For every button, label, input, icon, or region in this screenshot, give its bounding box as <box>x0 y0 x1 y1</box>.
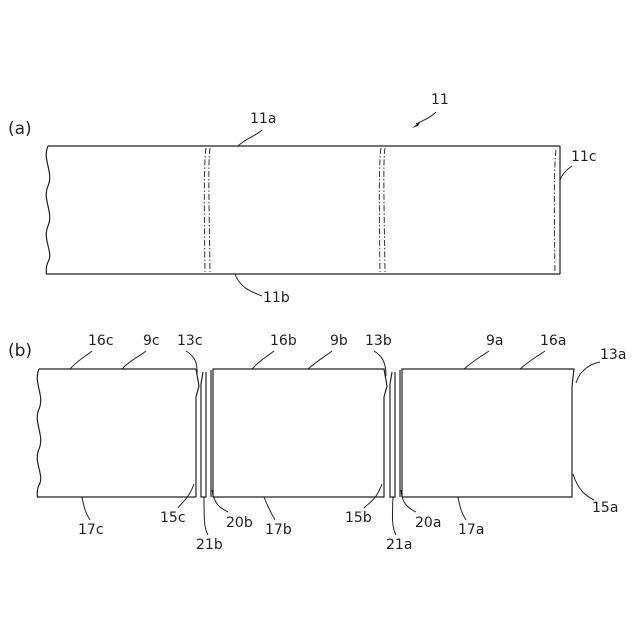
gap-strip-right-1 <box>390 372 395 497</box>
ref-label-16a: 16a <box>540 333 566 349</box>
cut-line-2 <box>379 148 385 272</box>
ref-label-9a: 9a <box>486 333 504 349</box>
leader-16c <box>70 351 92 369</box>
ref-label-17c: 17c <box>78 522 104 538</box>
ref-label-20b: 20b <box>226 515 253 531</box>
leader-21a <box>392 497 396 535</box>
cut-line-1 <box>204 148 210 272</box>
ref-label-17a: 17a <box>458 522 484 538</box>
strip-left-wavy-break <box>46 146 50 274</box>
leader-16b <box>252 351 274 369</box>
leader-13c <box>186 351 197 375</box>
piece-b-outline <box>213 369 387 497</box>
leader-20b <box>212 490 228 512</box>
leader-16a <box>520 351 545 369</box>
ref-label-13c: 13c <box>177 333 203 349</box>
ref-label-9b: 9b <box>330 333 348 349</box>
leader-9a <box>464 351 489 369</box>
piece-b <box>213 369 387 497</box>
panel-b: (b) 16c 9c 13c 17c 15c <box>8 333 626 553</box>
ref-label-11a: 11a <box>250 111 276 127</box>
ref-label-9c: 9c <box>143 333 160 349</box>
leader-11a <box>238 130 262 146</box>
ref-label-11: 11 <box>431 92 449 108</box>
leader-11c <box>560 166 572 180</box>
leader-20a <box>401 490 416 512</box>
ref-label-21b: 21b <box>196 537 223 553</box>
ref-label-17b: 17b <box>265 522 292 538</box>
leader-11b <box>235 274 262 296</box>
ref-arrow-11 <box>416 112 436 124</box>
ref-label-11c: 11c <box>571 149 597 165</box>
leader-17a <box>458 497 466 520</box>
ref-label-15a: 15a <box>592 500 618 516</box>
piece-c-wavy-break <box>37 369 41 497</box>
leader-21b <box>204 497 208 535</box>
ref-label-16b: 16b <box>270 333 297 349</box>
panel-a-label: (a) <box>8 119 32 139</box>
ref-label-21a: 21a <box>386 537 412 553</box>
leader-17b <box>264 497 275 520</box>
ref-label-15c: 15c <box>160 510 186 526</box>
ref-label-15b: 15b <box>345 510 372 526</box>
ref-label-16c: 16c <box>88 333 114 349</box>
leader-17c <box>82 497 90 520</box>
leader-15b <box>364 484 382 508</box>
panel-b-label: (b) <box>8 341 32 361</box>
panel-a: (a) 11 11a 11b 11c <box>8 92 597 306</box>
cut-line-3 <box>554 150 556 272</box>
ref-label-13b: 13b <box>365 333 392 349</box>
leader-15a <box>573 474 594 500</box>
ref-label-13a: 13a <box>600 347 626 363</box>
gap-strip-left-1 <box>201 372 206 497</box>
piece-a <box>402 369 574 497</box>
ref-label-20a: 20a <box>415 515 441 531</box>
piece-c-right-edge <box>196 369 199 497</box>
ref-label-11b: 11b <box>263 290 290 306</box>
leader-9b <box>308 351 332 369</box>
leader-15c <box>178 484 194 508</box>
piece-c <box>37 369 199 497</box>
leader-9c <box>122 351 146 369</box>
leader-13a <box>576 362 600 383</box>
piece-a-outline <box>402 369 574 497</box>
